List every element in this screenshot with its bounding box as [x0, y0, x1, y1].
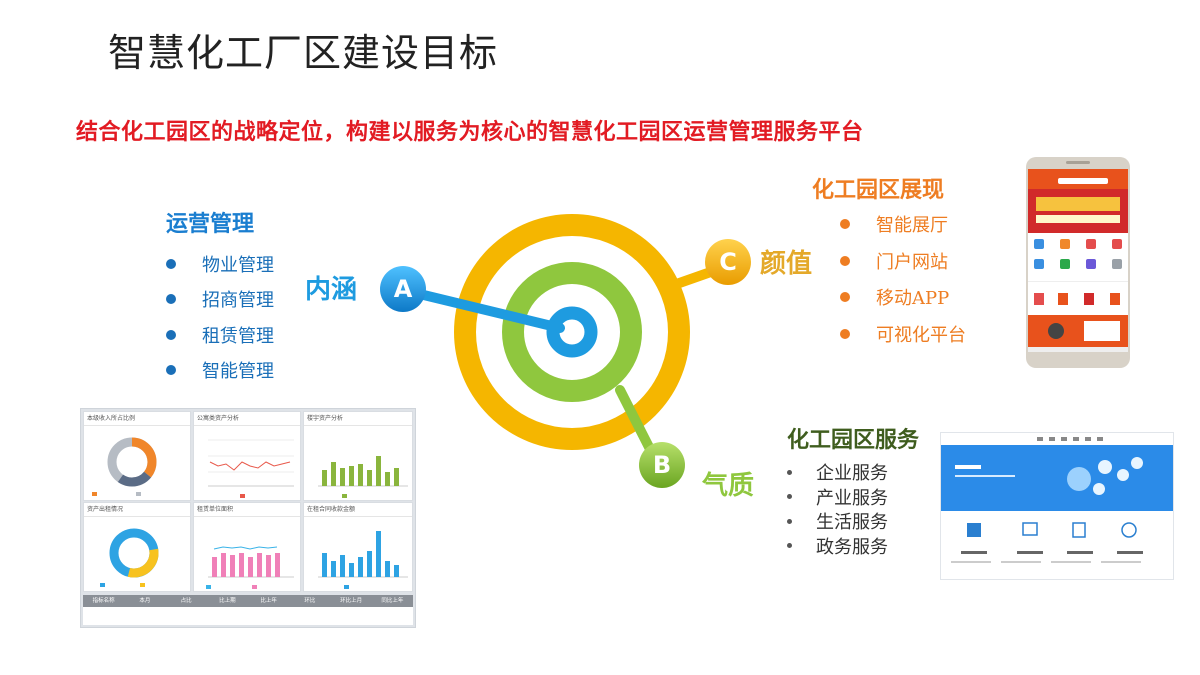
list-item: 门户网站	[840, 243, 966, 280]
bullet-icon	[166, 258, 176, 269]
badge-b-icon	[639, 442, 685, 488]
bar-chart-icon	[206, 546, 294, 589]
target-diagram: A B C 内涵 气质 颜值	[305, 214, 812, 500]
showcase-title: 化工园区展现	[812, 178, 945, 203]
page-subtitle: 结合化工园区的战略定位，构建以服务为核心的智慧化工园区运营管理服务平台	[76, 120, 864, 145]
bullet-icon	[166, 365, 176, 376]
list-item: 生活服务	[787, 509, 888, 534]
services-title: 化工园区服务	[787, 428, 920, 453]
connector-b	[615, 385, 657, 458]
outer-ring	[454, 214, 690, 450]
dashboard-screenshot: 本级收入所占比例 公寓类资产分析 楼宇资产分析 资产出租情况	[80, 408, 416, 628]
dashboard-panel: 楼宇资产分析	[303, 411, 413, 501]
services-list: 企业服务 产业服务 生活服务 政务服务	[787, 460, 888, 558]
badge-c-letter: C	[719, 248, 737, 276]
badge-a-icon	[380, 266, 426, 312]
badge-b-letter: B	[653, 451, 671, 479]
list-item: 企业服务	[787, 460, 888, 485]
dashboard-panel: 在租合同收款金额	[303, 502, 413, 592]
bullet-icon	[787, 543, 792, 549]
dashboard-panel: 资产出租情况	[83, 502, 191, 592]
phone-mockup	[1026, 157, 1130, 368]
web-portal-image	[940, 432, 1174, 580]
app-screen-image	[1028, 169, 1128, 352]
bullet-icon	[787, 469, 792, 475]
bullet-icon	[840, 255, 850, 266]
list-item: 招商管理	[166, 282, 274, 318]
bar-chart-icon	[318, 531, 408, 589]
bullet-icon	[166, 294, 176, 305]
dashboard-panel: 本级收入所占比例	[83, 411, 191, 501]
dashboard-panel: 公寓类资产分析	[193, 411, 301, 501]
bullet-icon	[166, 329, 176, 340]
list-item: 产业服务	[787, 485, 888, 510]
label-a: 内涵	[305, 275, 357, 305]
middle-ring	[502, 262, 642, 402]
list-item: 移动APP	[840, 279, 966, 316]
donut-chart-icon	[92, 437, 157, 496]
badge-a-letter: A	[394, 275, 413, 303]
list-item: 可视化平台	[840, 316, 966, 353]
list-item: 智能展厅	[840, 206, 966, 243]
bullet-icon	[840, 328, 850, 339]
inner-ring	[546, 306, 598, 358]
operations-list: 物业管理 招商管理 租赁管理 智能管理	[166, 246, 274, 388]
bar-chart-icon	[318, 456, 408, 498]
donut-chart-icon	[100, 528, 159, 587]
dashboard-panel: 租赁单位面积	[193, 502, 301, 592]
bullet-icon	[840, 219, 850, 230]
dashboard-table: 指标名称 本月 占比 比上期 比上年 环比 环比上月 同比上年	[83, 595, 413, 625]
list-item: 政务服务	[787, 534, 888, 559]
list-item: 智能管理	[166, 353, 274, 389]
bullet-icon	[787, 518, 792, 524]
showcase-list: 智能展厅 门户网站 移动APP 可视化平台	[840, 206, 966, 352]
badge-c-icon	[705, 239, 751, 285]
list-item: 租赁管理	[166, 317, 274, 353]
connector-a	[398, 285, 565, 333]
bullet-icon	[787, 494, 792, 500]
page-title: 智慧化工厂区建设目标	[108, 31, 499, 75]
list-item: 物业管理	[166, 246, 274, 282]
label-c: 颜值	[760, 249, 812, 279]
operations-title: 运营管理	[166, 212, 255, 237]
bullet-icon	[840, 292, 850, 303]
label-b: 气质	[701, 470, 754, 500]
line-chart-icon	[208, 439, 294, 498]
